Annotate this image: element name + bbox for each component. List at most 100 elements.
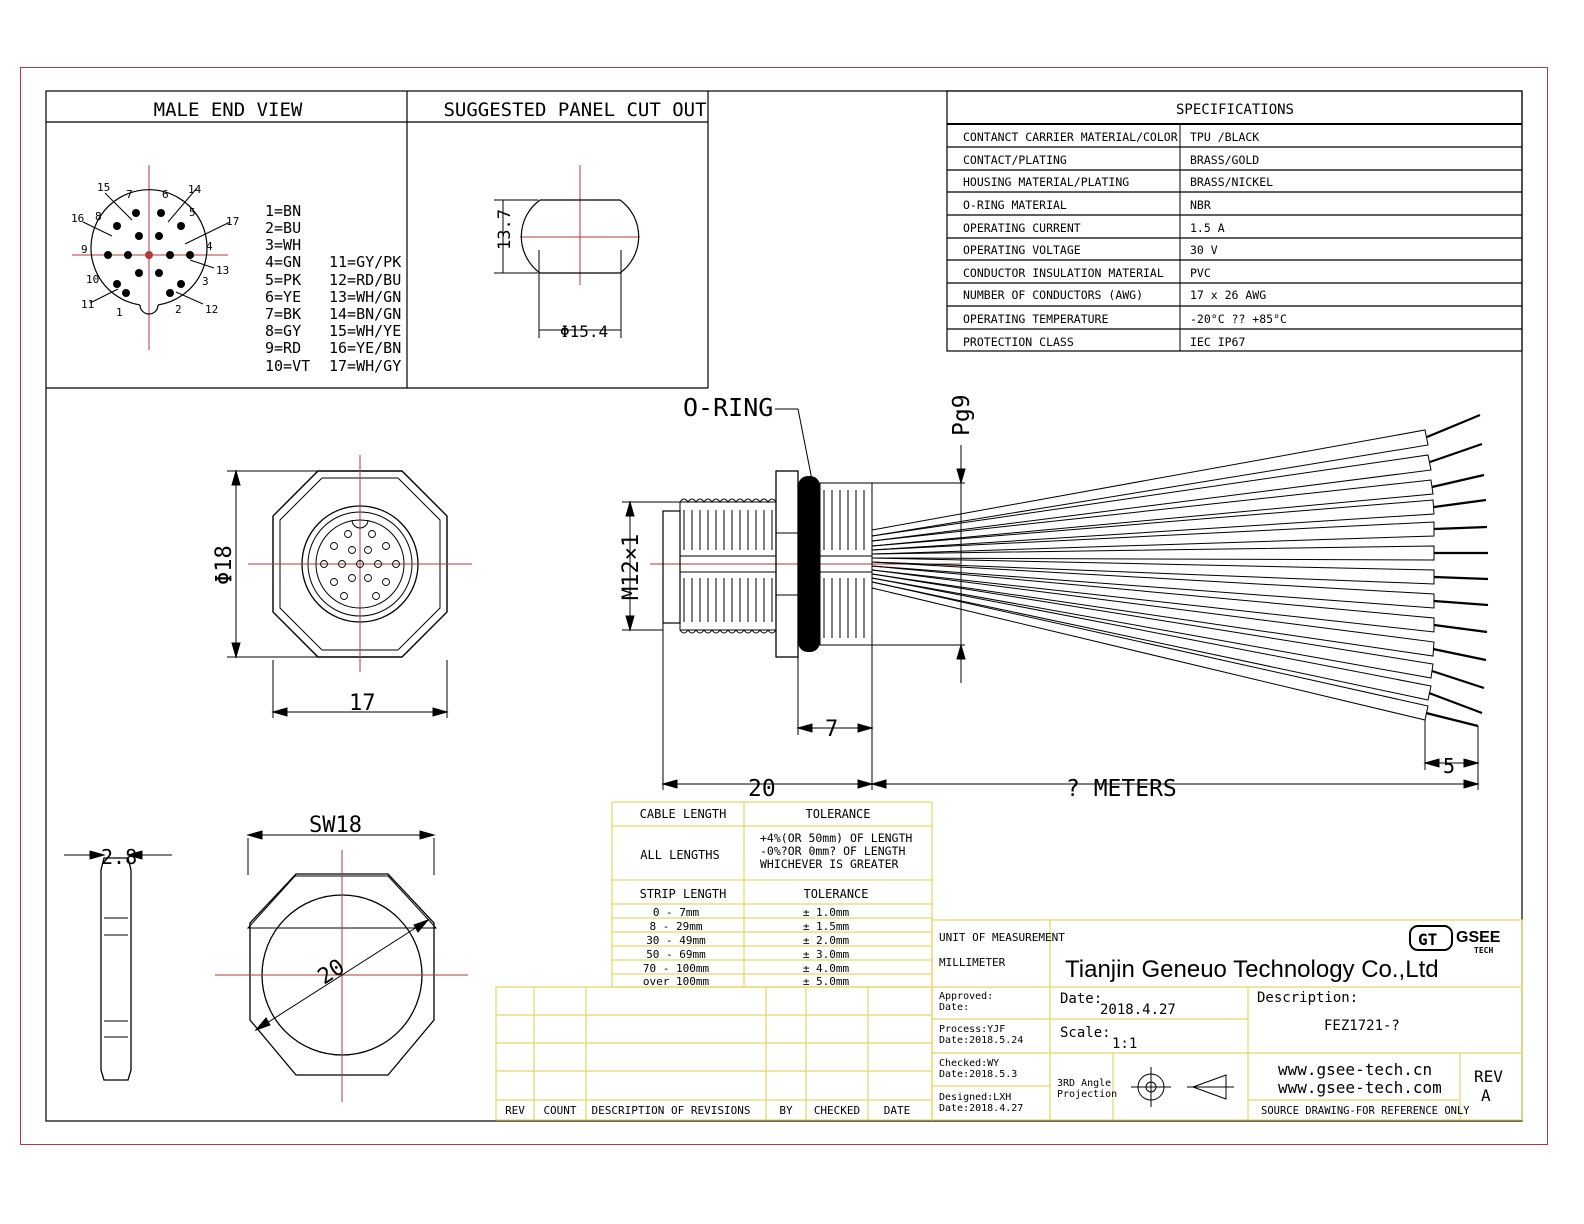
- pin-number: 17: [226, 215, 239, 228]
- strip-length-value: 50 - 69mm: [646, 948, 706, 961]
- pin-number: 3: [202, 275, 209, 288]
- oring-label: O-RING: [683, 393, 773, 422]
- spec-label: NUMBER OF CONDUCTORS (AWG): [963, 288, 1143, 302]
- spec-value: BRASS/NICKEL: [1190, 175, 1273, 189]
- spec-label: PROTECTION CLASS: [963, 335, 1074, 349]
- male-end-view-diagram: 15 7 6 14 16 8 5 17 9 4 10 13 3 11 1 2 1…: [71, 165, 239, 350]
- pin-color-legend: 1=BN 2=BU 3=WH 4=GN 5=PK 6=YE 7=BK 8=GY …: [265, 202, 401, 375]
- pin-color: 1=BN: [265, 202, 301, 220]
- logo-gt-text: GT: [1418, 930, 1437, 949]
- inner-frame: [45, 90, 1523, 1122]
- by-column-header: BY: [779, 1104, 793, 1117]
- spec-value: PVC: [1190, 266, 1211, 280]
- male-end-view-title: MALE END VIEW: [154, 99, 303, 121]
- nut-sw-dim: SW18: [309, 813, 362, 838]
- unit-value: MILLIMETER: [939, 956, 1006, 969]
- specifications-table: SPECIFICATIONS CONTANCT CARRIER MATERIAL…: [946, 90, 1523, 352]
- strip-tolerance-header: TOLERANCE: [803, 887, 868, 901]
- pin-number: 12: [205, 303, 218, 316]
- revisions-table: REV COUNT DESCRIPTION OF REVISIONS BY CH…: [495, 986, 933, 1121]
- checked-label: Checked:WY: [939, 1058, 999, 1069]
- rev-column-header: REV: [505, 1104, 525, 1117]
- pin-color: 10=VT: [265, 357, 310, 375]
- pin-color: 16=YE/BN: [329, 339, 401, 357]
- scale-value: 1:1: [1112, 1036, 1137, 1052]
- all-lengths-label: ALL LENGTHS: [640, 848, 719, 862]
- pin-color: 8=GY: [265, 322, 301, 340]
- pin-number: 13: [216, 264, 229, 277]
- spec-label: CONDUCTOR INSULATION MATERIAL: [963, 266, 1164, 280]
- side-view-diagram: O-RING Pg9 M12×1 7 20 ? METERS 5: [619, 393, 1489, 802]
- spec-value: TPU /BLACK: [1190, 130, 1259, 144]
- tolerance-line: -0%?OR 0mm? OF LENGTH: [760, 844, 905, 858]
- pin-number: 2: [175, 303, 182, 316]
- tolerance-table: CABLE LENGTH TOLERANCE ALL LENGTHS +4%(O…: [611, 801, 933, 988]
- cable-length-dim: ? METERS: [1066, 776, 1177, 802]
- checked-date: Date:2018.5.3: [939, 1069, 1017, 1080]
- pin-color: 6=YE: [265, 288, 301, 306]
- spec-label: OPERATING TEMPERATURE: [963, 312, 1108, 326]
- process-label: Process:YJF: [939, 1024, 1005, 1035]
- tolerance-line: +4%(OR 50mm) OF LENGTH: [760, 831, 912, 845]
- gsee-logo: GT GSEE TECH: [1409, 925, 1501, 955]
- scale-label: Scale:: [1060, 1025, 1111, 1041]
- front-width-dim: 17: [349, 691, 376, 716]
- pin-color: 14=BN/GN: [329, 305, 401, 323]
- count-column-header: COUNT: [543, 1104, 576, 1117]
- pin-color: 2=BU: [265, 219, 301, 237]
- spec-label: CONTANCT CARRIER MATERIAL/COLOR: [963, 130, 1178, 144]
- strip-tolerance-value: ± 3.0mm: [803, 948, 850, 961]
- spec-value: 1.5 A: [1190, 221, 1225, 235]
- pin-color: 4=GN: [265, 253, 301, 271]
- description-label: Description:: [1257, 990, 1358, 1006]
- strip-length-dim: 5: [1443, 754, 1455, 778]
- title-block: UNIT OF MEASUREMENT MILLIMETER Tianjin G…: [931, 919, 1523, 1121]
- description-column-header: DESCRIPTION OF REVISIONS: [592, 1104, 751, 1117]
- nut-diameter-dim: 20: [314, 955, 350, 990]
- spec-label: OPERATING VOLTAGE: [963, 243, 1081, 257]
- pin-number: 5: [189, 206, 196, 219]
- strip-tolerance-value: ± 1.5mm: [803, 920, 850, 933]
- logo-tech-text: TECH: [1474, 946, 1493, 955]
- drawing-sheet-border: [20, 67, 1548, 1145]
- specifications-title: SPECIFICATIONS: [1176, 102, 1294, 118]
- pin-color: 11=GY/PK: [329, 253, 401, 271]
- strip-length-value: 0 - 7mm: [653, 906, 700, 919]
- body-length-dim: 20: [748, 776, 776, 802]
- process-date: Date:2018.5.24: [939, 1035, 1023, 1046]
- unit-of-measurement-label: UNIT OF MEASUREMENT: [939, 931, 1065, 944]
- strip-length-value: 30 - 49mm: [646, 934, 706, 947]
- pin-number: 14: [188, 183, 202, 196]
- pin-color: 5=PK: [265, 271, 301, 289]
- spec-label: HOUSING MATERIAL/PLATING: [963, 175, 1129, 189]
- spec-value: 17 x 26 AWG: [1190, 288, 1266, 302]
- spec-label: CONTACT/PLATING: [963, 153, 1067, 167]
- front-view-diagram: Φ18 17: [212, 455, 472, 718]
- spec-value: -20°C ?? +85°C: [1190, 312, 1287, 326]
- pin-color: 3=WH: [265, 236, 301, 254]
- strip-length-value: over 100mm: [643, 975, 710, 988]
- nut-front-view-diagram: SW18 20: [215, 813, 468, 1102]
- pin-number: 15: [97, 181, 110, 194]
- source-note: SOURCE DRAWING-FOR REFERENCE ONLY: [1261, 1105, 1470, 1117]
- pin-number: 10: [86, 273, 99, 286]
- designed-date: Date:2018.4.27: [939, 1103, 1023, 1114]
- spec-label: O-RING MATERIAL: [963, 198, 1067, 212]
- strip-length-value: 8 - 29mm: [650, 920, 703, 933]
- date-column-header: DATE: [884, 1104, 911, 1117]
- pin-color: 7=BK: [265, 305, 301, 323]
- pin-number: 4: [206, 240, 213, 253]
- tolerance-header: TOLERANCE: [805, 807, 870, 821]
- approved-date: Date:: [939, 1002, 969, 1013]
- pin-number: 8: [95, 210, 102, 223]
- pin-number: 9: [81, 243, 88, 256]
- pin-number: 6: [162, 188, 169, 201]
- rev-value: A: [1481, 1086, 1491, 1105]
- front-diameter-dim: Φ18: [212, 545, 237, 585]
- oring-length-dim: 7: [825, 717, 838, 742]
- strip-tolerance-value: ± 2.0mm: [803, 934, 850, 947]
- spec-label: OPERATING CURRENT: [963, 221, 1081, 235]
- spec-value: NBR: [1190, 198, 1211, 212]
- cable-length-header: CABLE LENGTH: [640, 807, 727, 821]
